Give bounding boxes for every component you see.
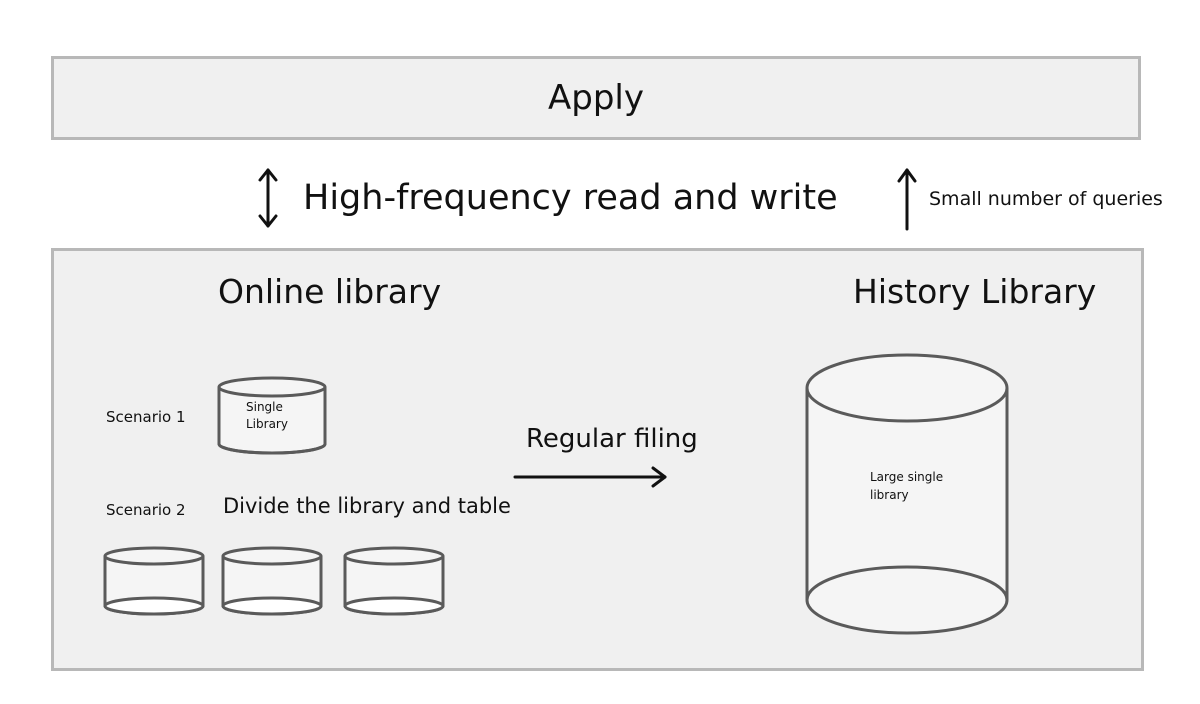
divide-library-label: Divide the library and table — [223, 494, 511, 518]
scenario-1-label: Scenario 1 — [106, 408, 186, 426]
history-library-title: History Library — [853, 272, 1097, 311]
regular-filing-label: Regular filing — [526, 424, 698, 454]
scenario-2-label: Scenario 2 — [106, 501, 186, 519]
storage-layer — [51, 248, 1144, 671]
single-library-label: Single Library — [246, 400, 288, 431]
small-queries-label: Small number of queries — [929, 188, 1163, 210]
bidirectional-arrow-icon — [258, 168, 278, 228]
online-library-title: Online library — [218, 272, 442, 311]
apply-label: Apply — [548, 78, 644, 118]
up-arrow-icon — [897, 168, 917, 231]
apply-layer: Apply — [51, 56, 1141, 140]
large-library-label: Large single library — [870, 470, 944, 502]
high-frequency-label: High-frequency read and write — [303, 178, 838, 218]
